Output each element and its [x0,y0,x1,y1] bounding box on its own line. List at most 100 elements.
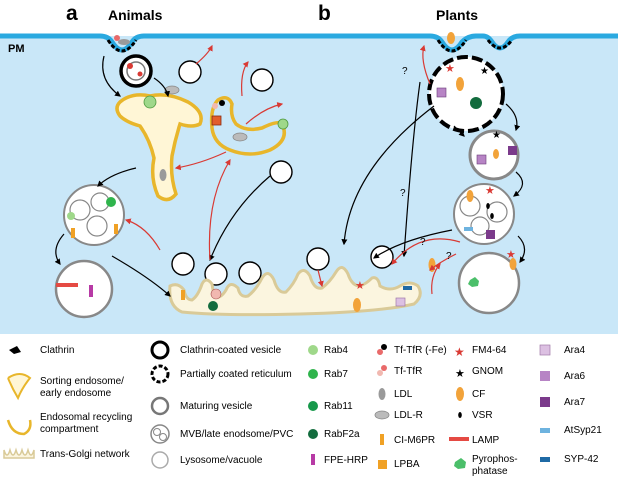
tf-tfr-icon [377,365,387,376]
ara6-icon [540,371,550,381]
legend-label: Pyrophos-phatase [472,454,518,477]
svg-text:★: ★ [480,66,489,77]
partially-coated-reticulum-plants: ★ ★ [427,55,505,133]
legend-label: Maturing vesicle [180,401,253,412]
ldl-r-icon [374,410,390,420]
cf-icon [456,387,464,401]
lysosome-animals [54,259,114,319]
trafficking-arrows [54,44,526,297]
maturing-vesicle-plants: ★ [468,129,520,181]
legend-label: AtSyp21 [564,425,602,436]
rab7-icon [308,369,318,379]
svg-text:★: ★ [445,62,455,75]
svg-text:★: ★ [355,279,365,292]
pyrophosphatase-icon [454,458,466,469]
membrane-pit-coat-plants [436,39,468,53]
mvb-animals [63,184,125,246]
sorting-endosome-icon [7,373,32,401]
vesicle [250,68,274,92]
legend-label: LDL [394,389,413,400]
clathrin-coated-vesicle-icon [150,340,170,360]
legend-label: VSR [472,410,493,421]
sorting-endosome [115,85,203,202]
trans-golgi-icon [3,447,35,459]
ara7-icon [540,397,550,407]
legend-label: LDL-R [394,410,423,421]
unknown-route-marker: ? [446,251,452,262]
legend: Clathrin Sorting endosome/early endosome… [3,340,602,477]
cf-cargo [428,258,436,272]
ci-m6pr-icon [380,434,384,445]
fm4-64-icon: ★ [454,345,465,359]
pm-label: PM [8,43,25,55]
mvb-icon [150,424,170,444]
svg-text:★: ★ [485,184,495,197]
tf-tfr-fe-icon [377,344,387,355]
legend-label: CF [472,389,485,400]
legend-label: Ara7 [564,397,586,408]
legend-label: RabF2a [324,429,360,440]
ara4-icon [539,344,551,356]
vesicle [238,261,262,285]
svg-text:★: ★ [506,248,516,261]
pit-cargo-plants [447,32,455,44]
maturing-vesicle-icon [150,396,170,416]
gnom-icon: ★ [455,367,465,380]
rab4-icon [308,345,318,355]
legend-label: SYP-42 [564,454,599,465]
legend-label: Ara4 [564,345,586,356]
clathrin-coated-vesicle-animals [119,54,153,88]
vesicle [204,262,228,286]
legend-label: LPBA [394,459,420,470]
lamp-icon [449,437,469,441]
legend-label: Sorting endosome/early endosome [40,376,124,399]
panel-b-letter: b [318,2,331,25]
membrane-pit-coat-plants-2 [486,39,514,50]
syp42-icon [540,457,550,462]
membrane-pit-coat-animals [106,39,138,53]
legend-label: Tf-TfR [394,366,422,377]
legend-label: GNOM [472,366,503,377]
unknown-route-marker: ? [420,237,426,248]
vesicle [269,160,293,184]
atsyp21-icon [540,428,550,433]
lpba-icon [378,460,387,469]
legend-label: Lysosome/vacuole [180,455,263,466]
vesicle [171,252,195,276]
pit-cargo-animals [114,35,130,45]
mvb-plants: ★ [453,183,515,245]
legend-label: Trans-Golgi network [40,449,131,460]
legend-label: FPE-HRP [324,455,368,466]
recycling-compartment-icon [6,419,32,436]
vacuole-plants: ★ [457,248,521,315]
endosomal-recycling-compartment [209,96,289,156]
partially-coated-reticulum-icon [150,364,170,384]
vesicle [370,245,394,269]
unknown-route-marker: ? [400,188,406,199]
panel-b-title: Plants [436,7,478,23]
fpe-hrp-icon [311,454,315,465]
legend-label: Clathrin [40,345,74,356]
legend-label: Clathrin-coated vesicle [180,345,282,356]
trans-golgi-network: ★ [168,266,422,317]
legend-label: Rab7 [324,369,348,380]
rabf2a-icon [308,429,318,439]
panel-a-letter: a [66,2,78,25]
vesicle [306,247,330,271]
legend-label: Rab4 [324,345,348,356]
panel-a-title: Animals [108,7,163,23]
legend-label: Tf-TfR (-Fe) [394,345,447,356]
legend-label: CI-M6PR [394,435,435,446]
legend-label: Rab11 [324,401,353,412]
lysosome-icon [151,451,169,469]
vesicle [178,60,202,84]
unknown-route-marker: ? [402,66,408,77]
ldl-icon [378,388,386,400]
legend-label: LAMP [472,435,500,446]
legend-label: MVB/late enodsome/PVC [180,429,293,440]
legend-label: Partially coated reticulum [180,369,292,380]
vsr-icon [458,412,462,418]
svg-text:★: ★ [492,130,501,141]
